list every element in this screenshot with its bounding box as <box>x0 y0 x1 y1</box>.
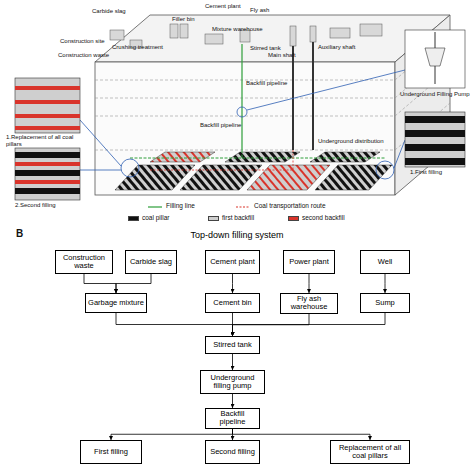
part-label: Filler bin <box>172 16 195 23</box>
legend-text: Coal transportation route <box>254 203 326 210</box>
box-text: Second filling <box>210 448 255 456</box>
process-box: Backfill pipeline <box>205 408 260 429</box>
box-text: Carbide slag <box>130 258 172 266</box>
front-section <box>95 62 395 195</box>
part-label: Backfill pipeline <box>246 80 287 87</box>
legend-swatch <box>128 216 139 221</box>
box-text: Underground filling pump <box>203 374 262 391</box>
process-box: Second filling <box>205 440 260 464</box>
legend-text: coal pillar <box>142 215 169 222</box>
part-label: Main shaft <box>268 52 296 59</box>
legend-text: second backfill <box>302 215 345 222</box>
process-box: Stirred tank <box>205 336 260 354</box>
flow-arrow <box>84 274 116 293</box>
legend-swatch <box>208 216 219 221</box>
part-label: Fly ash <box>250 7 269 14</box>
part-label: Construction site <box>60 38 105 45</box>
part-label: Underground distribution <box>318 138 384 145</box>
inset-callouts <box>80 70 405 179</box>
flow-arrow <box>116 313 233 336</box>
flow-arrow <box>309 274 310 293</box>
box-text: Replacement of all coal pillars <box>333 444 407 461</box>
mine-illustration <box>0 0 474 232</box>
flow-arrow <box>232 274 233 293</box>
flow-arrow <box>385 274 386 293</box>
flow-arrow <box>116 274 151 293</box>
shafts <box>130 42 385 170</box>
part-label: 1.First filling <box>410 169 442 176</box>
inset-second-filling <box>15 148 80 200</box>
process-box: Cement plant <box>205 250 260 274</box>
strata-lines <box>95 33 450 150</box>
part-label: Carbide slag <box>92 8 126 15</box>
process-box: Underground filling pump <box>200 370 265 394</box>
process-box: First filling <box>80 440 142 464</box>
part-label: Crushing treatment <box>112 44 163 51</box>
legend-line-sample <box>236 205 250 209</box>
process-box: Well <box>360 250 410 274</box>
box-text: Backfill pipeline <box>208 410 257 427</box>
flow-arrow <box>232 429 233 441</box>
box-text: Well <box>378 258 392 266</box>
coal-panels <box>115 152 392 190</box>
diagram-title: Top-down filling system <box>0 230 474 240</box>
inset-replacement <box>15 78 80 133</box>
box-text: Stirred tank <box>213 341 251 349</box>
process-box: Sump <box>360 293 410 313</box>
legend-text: first backfill <box>222 215 254 222</box>
ground-surface <box>95 15 450 62</box>
legend-line-sample <box>148 205 162 209</box>
flow-arrow <box>233 429 371 441</box>
process-box: Power plant <box>283 250 335 274</box>
box-text: Construction waste <box>58 254 110 271</box>
part-label: Stirred tank <box>250 45 281 52</box>
part-label: Auxiliary shaft <box>318 44 355 51</box>
panel-letter: B <box>16 228 23 239</box>
part-label: Construction waste <box>58 52 109 59</box>
process-box: Replacement of all coal pillars <box>330 440 410 464</box>
flow-arrow <box>233 314 310 337</box>
process-box: Fly ash warehouse <box>280 293 338 314</box>
box-text: Fly ash warehouse <box>283 295 335 312</box>
part-label: Cement plant <box>205 3 241 10</box>
legend-swatch <box>288 216 299 221</box>
flow-arrow <box>233 313 386 336</box>
part-label: Backfill pipeline <box>200 122 241 129</box>
flow-arrow <box>111 429 233 441</box>
flow-arrow <box>232 394 233 408</box>
inset-first-filling <box>405 112 465 167</box>
part-label: Underground Filling Pump <box>400 91 470 98</box>
process-box: Garbage mixture <box>85 293 147 313</box>
process-box: Construction waste <box>55 250 113 274</box>
part-label: 2.Second filling <box>15 202 56 209</box>
part-label: 1.Replacement of all coal pillars <box>6 134 90 147</box>
flow-arrow <box>232 354 233 370</box>
box-text: Cement bin <box>213 299 251 307</box>
flow-arrow <box>232 313 233 336</box>
box-text: Power plant <box>289 258 329 266</box>
part-label: Mixture warehouse <box>212 26 263 33</box>
box-text: Garbage mixture <box>88 299 144 307</box>
process-box: Cement bin <box>205 293 260 313</box>
box-text: Cement plant <box>210 258 255 266</box>
legend-text: Filling line <box>166 203 195 210</box>
box-text: First filling <box>94 448 128 456</box>
inset-pump <box>405 30 465 88</box>
box-text: Sump <box>375 299 395 307</box>
process-box: Carbide slag <box>125 250 177 274</box>
